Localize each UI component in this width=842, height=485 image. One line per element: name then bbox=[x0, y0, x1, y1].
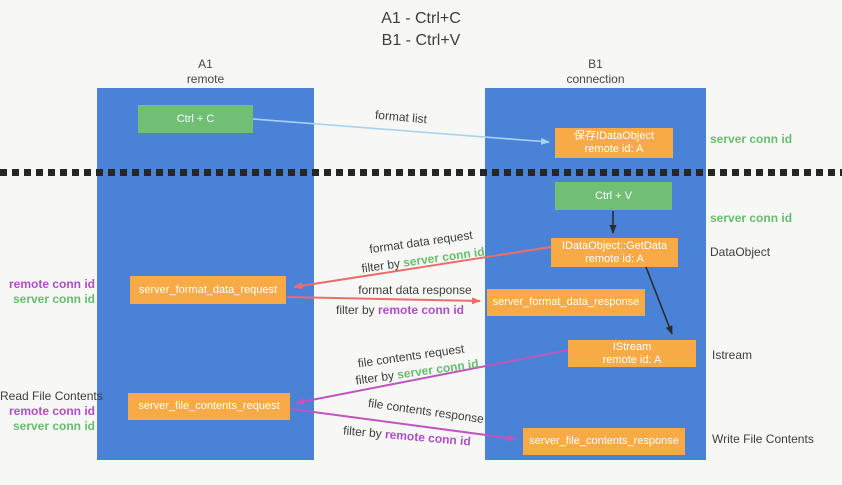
title-line-1: A1 - Ctrl+C bbox=[381, 10, 461, 27]
lane-header-remote: A1 remote bbox=[97, 57, 314, 87]
lane-header-remote-title: A1 bbox=[198, 57, 213, 71]
node-server-format-data-response: server_format_data_response bbox=[487, 289, 645, 316]
filter-by-prefix: filter by bbox=[342, 423, 386, 442]
node-getdata-line1: IDataObject::GetData bbox=[561, 239, 668, 252]
filter-by-prefix: filter by bbox=[335, 303, 378, 317]
node-server-format-data-request: server_format_data_request bbox=[130, 276, 286, 304]
label-dataobject: DataObject bbox=[710, 245, 771, 259]
label-read-file-contents: Read File Contents bbox=[0, 389, 103, 403]
edge-label-format-list: format list bbox=[374, 107, 428, 127]
node-save-dataobject: 保存IDataObject remote id: A bbox=[555, 128, 673, 158]
label-write-file-contents: Write File Contents bbox=[712, 432, 814, 446]
node-ctrl-c: Ctrl + C bbox=[138, 105, 253, 133]
diagram-title: A1 - Ctrl+C B1 - Ctrl+V bbox=[0, 8, 842, 52]
filter-by-prefix: filter by bbox=[360, 255, 405, 276]
node-server-file-contents-response-label: server_file_contents_response bbox=[529, 435, 679, 447]
edge-label-format-data-response: format data response bbox=[358, 283, 472, 297]
edge-label-format-response-filter: filter by remote conn id bbox=[320, 303, 480, 317]
label-istream: Istream bbox=[712, 348, 753, 362]
node-ctrl-v-label: Ctrl + V bbox=[595, 189, 632, 202]
label-server-conn-id-top: server conn id bbox=[710, 132, 793, 146]
remote-conn-id-text: remote conn id bbox=[378, 303, 465, 317]
label-server-conn-id-left-bottom: server conn id bbox=[12, 419, 95, 433]
title-line-2: B1 - Ctrl+V bbox=[381, 32, 461, 49]
copy-paste-divider-line bbox=[0, 169, 842, 176]
node-istream: IStream remote id: A bbox=[568, 340, 696, 367]
node-server-file-contents-request: server_file_contents_request bbox=[128, 393, 290, 420]
node-server-format-data-request-label: server_format_data_request bbox=[138, 283, 278, 296]
node-ctrl-c-label: Ctrl + C bbox=[176, 112, 215, 125]
node-istream-line1: IStream bbox=[612, 340, 652, 353]
node-save-dataobject-line1: 保存IDataObject bbox=[573, 130, 655, 142]
label-server-conn-id-mid: server conn id bbox=[710, 211, 793, 225]
edge-label-file-contents-response: file contents response bbox=[367, 395, 485, 427]
node-istream-line2: remote id: A bbox=[602, 353, 662, 366]
arrow-format-data-response bbox=[286, 296, 481, 305]
label-remote-conn-id-left-top: remote conn id bbox=[8, 277, 95, 291]
node-getdata-line2: remote id: A bbox=[585, 252, 644, 265]
node-getdata: IDataObject::GetData remote id: A bbox=[551, 238, 678, 267]
edge-label-file-response-filter: filter by remote conn id bbox=[327, 422, 488, 450]
label-server-conn-id-left-top: server conn id bbox=[12, 292, 95, 306]
lane-header-remote-subtitle: remote bbox=[186, 72, 225, 86]
node-save-dataobject-line2: remote id: A bbox=[584, 143, 644, 155]
label-remote-conn-id-left-bottom: remote conn id bbox=[8, 404, 95, 418]
lane-header-connection: B1 connection bbox=[485, 57, 706, 87]
node-server-file-contents-request-label: server_file_contents_request bbox=[138, 400, 280, 412]
node-ctrl-v: Ctrl + V bbox=[555, 182, 672, 210]
filter-by-prefix: filter by bbox=[354, 367, 399, 388]
lane-header-connection-title: B1 bbox=[588, 57, 603, 71]
node-server-file-contents-response: server_file_contents_response bbox=[523, 428, 685, 455]
lane-header-connection-subtitle: connection bbox=[566, 72, 625, 86]
node-server-format-data-response-label: server_format_data_response bbox=[492, 296, 640, 308]
remote-conn-id-text: remote conn id bbox=[384, 427, 472, 449]
